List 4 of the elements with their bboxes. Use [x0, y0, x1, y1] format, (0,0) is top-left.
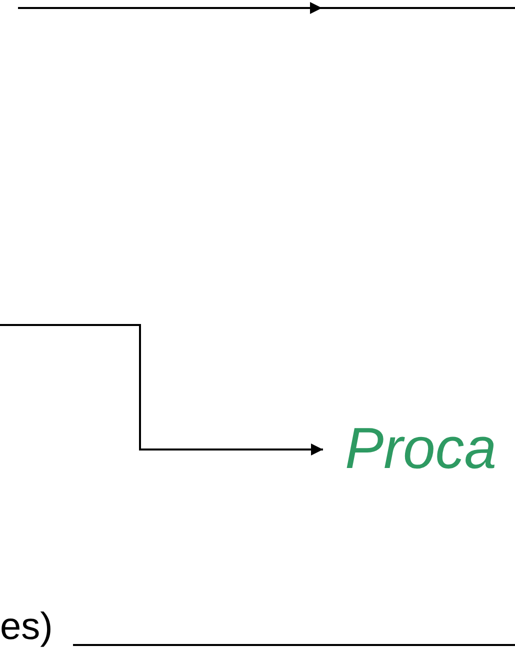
branch-line	[73, 644, 515, 646]
arrow	[0, 324, 323, 456]
taxon-label: es)	[0, 606, 53, 648]
taxon-label: Proca	[345, 416, 497, 483]
